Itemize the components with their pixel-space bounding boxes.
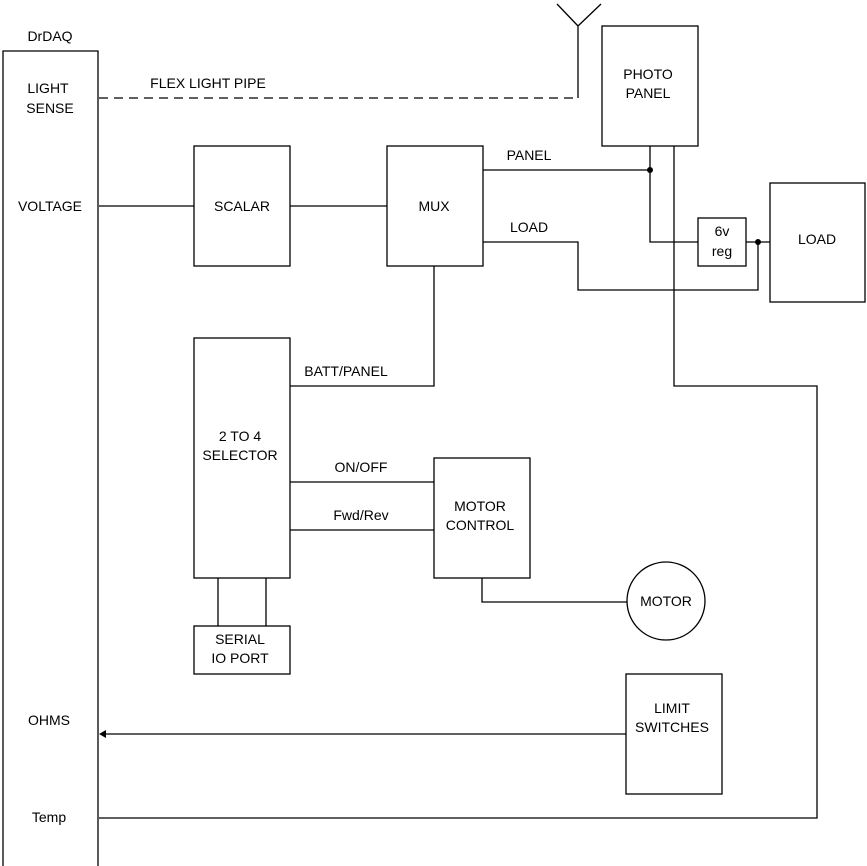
wire-panel-temp <box>99 146 818 819</box>
port-temp: Temp <box>32 809 66 825</box>
label-batt-panel: BATT/PANEL <box>304 363 388 379</box>
motor-icon <box>626 561 706 641</box>
mux-label: MUX <box>418 198 450 214</box>
limit-switches-block <box>625 673 723 795</box>
photo-panel-label-line2: PANEL <box>626 85 671 101</box>
load-block <box>769 182 866 303</box>
limit-switches-label-line2: SWITCHES <box>635 719 709 735</box>
selector-label-line1: 2 TO 4 <box>219 428 262 444</box>
light-collector-icon <box>556 3 602 98</box>
arrow-head-icon <box>99 730 106 738</box>
label-panel: PANEL <box>507 147 552 163</box>
motor-control-label-line1: MOTOR <box>454 498 506 514</box>
limit-switches-label-line1: LIMIT <box>654 700 690 716</box>
motor-label: MOTOR <box>640 593 692 609</box>
port-light-sense-line2: SENSE <box>26 100 73 116</box>
selector-label-line2: SELECTOR <box>202 447 277 463</box>
wire-mux-selector <box>290 266 435 387</box>
mux-block <box>386 145 484 267</box>
label-on-off: ON/OFF <box>335 459 388 475</box>
port-light-sense-line1: LIGHT <box>27 80 69 96</box>
junction-dot <box>755 239 761 245</box>
photo-panel-block <box>601 25 699 147</box>
regulator-label-line2: reg <box>712 243 732 259</box>
wire-selector-serial <box>217 578 267 626</box>
serial-io-port-block <box>193 625 291 675</box>
drdaq-box <box>2 50 99 866</box>
label-load: LOAD <box>510 219 548 235</box>
selector-block <box>193 337 291 579</box>
port-voltage: VOLTAGE <box>18 198 82 214</box>
photo-panel-label-line1: PHOTO <box>623 66 673 82</box>
scalar-label: SCALAR <box>214 198 270 214</box>
regulator-label-line1: 6v <box>715 223 730 239</box>
port-ohms: OHMS <box>28 712 70 728</box>
motor-control-block <box>433 457 531 579</box>
load-block-label: LOAD <box>798 231 836 247</box>
wire-panel-reg <box>649 146 698 243</box>
serial-label-line2: IO PORT <box>211 650 269 666</box>
label-fwd-rev: Fwd/Rev <box>333 507 388 523</box>
serial-label-line1: SERIAL <box>215 631 265 647</box>
wire-mux-load <box>483 241 759 291</box>
wire-control-motor <box>481 578 627 603</box>
scalar-block <box>193 145 291 267</box>
drdaq-title: DrDAQ <box>27 28 72 44</box>
label-flex-light-pipe: FLEX LIGHT PIPE <box>150 75 266 91</box>
motor-control-label-line2: CONTROL <box>446 517 515 533</box>
